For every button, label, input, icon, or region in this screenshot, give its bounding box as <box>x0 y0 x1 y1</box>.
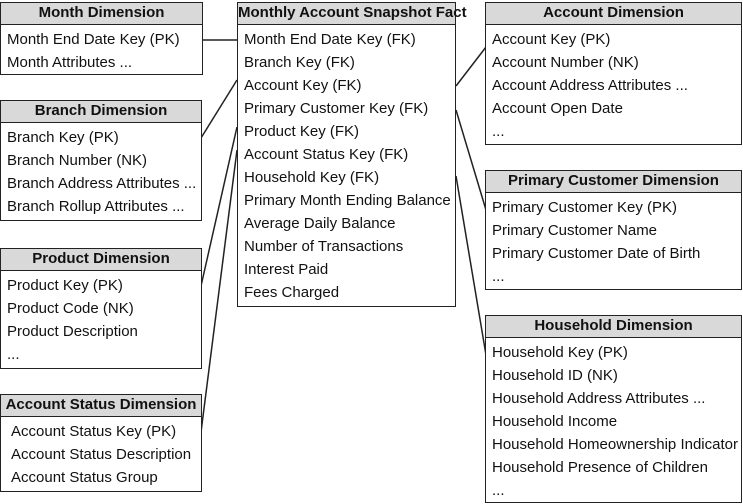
table-row: Product Key (PK) <box>7 277 123 294</box>
table-row: Account Status Key (PK) <box>11 423 177 440</box>
link-household <box>455 175 487 356</box>
account-status-dimension-table: Account Status Dimension Account Status … <box>0 394 202 492</box>
table-row: Branch Key (PK) <box>7 129 119 146</box>
table-row: Household Homeownership Indicator <box>492 436 738 453</box>
table-row: Primary Customer Key (PK) <box>492 199 678 216</box>
table-row: Account Status Key (FK) <box>244 146 409 163</box>
table-row: Product Code (NK) <box>7 300 134 317</box>
table-row: Month End Date Key (PK) <box>7 31 180 48</box>
table-rows: Household Key (PK) Household ID (NK) Hou… <box>486 338 741 502</box>
table-row: Household Address Attributes ... <box>492 390 706 407</box>
table-row: Account Key (PK) <box>492 31 611 48</box>
table-row: ... <box>492 268 505 285</box>
table-rows: Month End Date Key (FK) Branch Key (FK) … <box>238 25 455 304</box>
product-dimension-table: Product Dimension Product Key (PK) Produ… <box>0 248 202 369</box>
table-rows: Branch Key (PK) Branch Number (NK) Branc… <box>1 123 201 218</box>
table-row: Account Status Description <box>11 446 192 463</box>
table-row: Number of Transactions <box>244 238 404 255</box>
table-row: Branch Number (NK) <box>7 152 148 169</box>
table-row: Household Presence of Children <box>492 459 708 476</box>
table-title: Branch Dimension <box>1 101 201 123</box>
table-row: Household Key (FK) <box>244 169 380 186</box>
link-account-status <box>200 149 238 433</box>
table-row: Branch Address Attributes ... <box>7 175 197 192</box>
table-rows: Month End Date Key (PK) Month Attributes… <box>1 25 202 74</box>
table-row: Primary Customer Key (FK) <box>244 100 429 117</box>
table-row: Household Key (PK) <box>492 344 628 361</box>
table-title: Product Dimension <box>1 249 201 271</box>
link-account <box>455 46 487 87</box>
table-row: Fees Charged <box>244 284 340 301</box>
table-row: Branch Rollup Attributes ... <box>7 198 185 215</box>
table-row: Month End Date Key (FK) <box>244 31 416 48</box>
table-row: Account Address Attributes ... <box>492 77 688 94</box>
table-row: Primary Customer Date of Birth <box>492 245 701 262</box>
table-row: Account Status Group <box>11 469 158 486</box>
table-row: Primary Customer Name <box>492 222 658 239</box>
table-rows: Account Status Key (PK) Account Status D… <box>1 417 201 489</box>
table-title: Account Dimension <box>486 3 741 25</box>
table-row: ... <box>492 482 505 499</box>
table-rows: Product Key (PK) Product Code (NK) Produ… <box>1 271 201 366</box>
link-branch <box>200 79 238 139</box>
link-primary-customer <box>455 109 487 211</box>
branch-dimension-table: Branch Dimension Branch Key (PK) Branch … <box>0 100 202 221</box>
household-dimension-table: Household Dimension Household Key (PK) H… <box>485 315 742 503</box>
table-row: Account Open Date <box>492 100 623 117</box>
table-row: Household ID (NK) <box>492 367 618 384</box>
table-row: Average Daily Balance <box>244 215 396 232</box>
table-row: Account Number (NK) <box>492 54 639 71</box>
fact-table: Monthly Account Snapshot Fact Month End … <box>237 2 467 307</box>
table-title: Month Dimension <box>1 3 202 25</box>
table-row: Primary Month Ending Balance <box>244 192 451 209</box>
table-rows: Primary Customer Key (PK) Primary Custom… <box>486 193 741 288</box>
table-title: Primary Customer Dimension <box>486 171 741 193</box>
table-row: Branch Key (FK) <box>244 54 355 71</box>
table-rows: Account Key (PK) Account Number (NK) Acc… <box>486 25 741 143</box>
table-row: Product Description <box>7 323 138 340</box>
table-row: ... <box>7 346 20 363</box>
table-row: ... <box>492 123 505 140</box>
account-dimension-table: Account Dimension Account Key (PK) Accou… <box>485 2 742 145</box>
table-title: Account Status Dimension <box>1 395 201 417</box>
table-row: Household Income <box>492 413 618 430</box>
month-dimension-table: Month Dimension Month End Date Key (PK) … <box>0 2 203 75</box>
table-row: Interest Paid <box>244 261 329 278</box>
primary-customer-dimension-table: Primary Customer Dimension Primary Custo… <box>485 170 742 290</box>
table-row: Account Key (FK) <box>244 77 362 94</box>
table-row: Month Attributes ... <box>7 54 133 71</box>
table-title: Monthly Account Snapshot Fact <box>238 3 467 25</box>
table-title: Household Dimension <box>486 316 741 338</box>
link-product <box>200 126 238 287</box>
table-row: Product Key (FK) <box>244 123 360 140</box>
